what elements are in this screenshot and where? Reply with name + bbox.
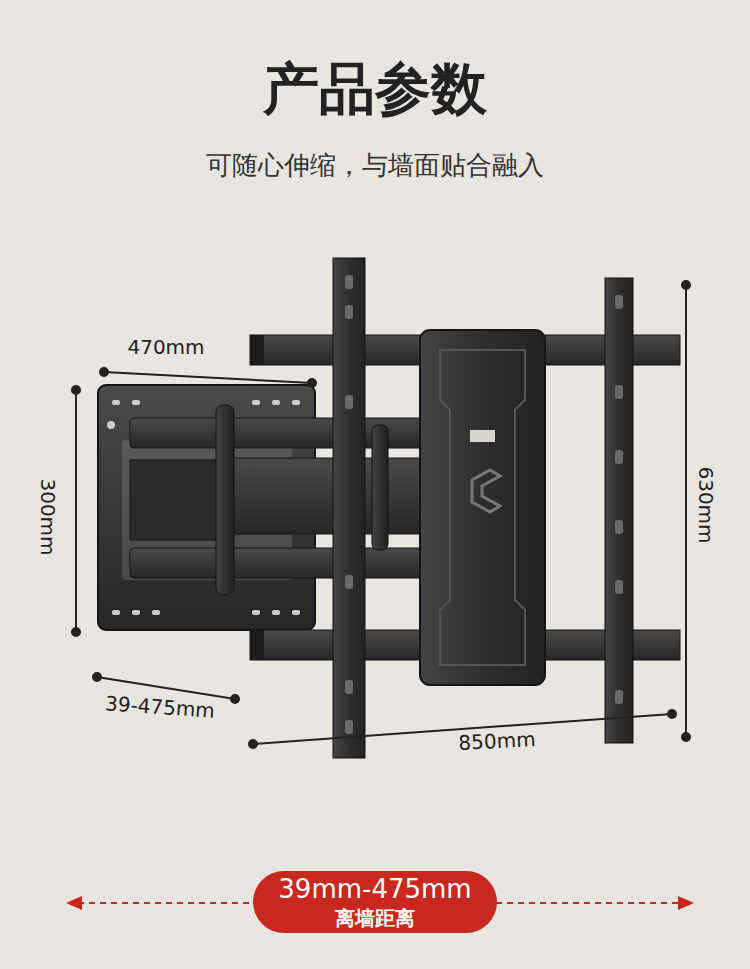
distance-value: 39mm-475mm [253, 874, 496, 905]
subtitle: 可随心伸缩，与墙面贴合融入 [206, 148, 544, 183]
dimension-label: 39-475mm [104, 691, 215, 723]
distance-caption: 离墙距离 [253, 906, 496, 930]
dimension-label: 850mm [458, 727, 536, 755]
distance-pill: 39mm-475mm离墙距离 [253, 871, 496, 932]
dimension-label: 470mm [127, 335, 204, 359]
dimension-label: 630mm [694, 466, 718, 543]
page-title: 产品参数 [263, 52, 487, 128]
dimension-label: 300mm [36, 478, 60, 555]
